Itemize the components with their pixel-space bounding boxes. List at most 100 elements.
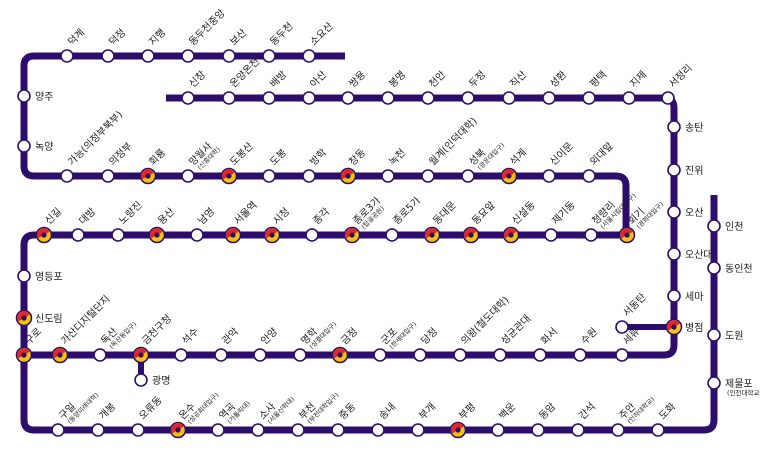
station-marker[interactable]: [134, 373, 148, 387]
station-marker[interactable]: [214, 348, 228, 362]
station-marker[interactable]: [222, 91, 236, 105]
station-marker[interactable]: [251, 423, 265, 437]
station-marker[interactable]: [615, 348, 629, 362]
station-marker[interactable]: [305, 228, 319, 242]
station-marker[interactable]: [421, 91, 435, 105]
station-label: 천안: [427, 69, 449, 91]
station-marker[interactable]: [491, 423, 505, 437]
station-marker[interactable]: [373, 348, 387, 362]
transfer-station-marker[interactable]: [462, 226, 480, 244]
station-marker[interactable]: [111, 228, 125, 242]
station-marker[interactable]: [381, 91, 395, 105]
station-marker[interactable]: [91, 423, 105, 437]
station-marker[interactable]: [293, 348, 307, 362]
station-marker[interactable]: [707, 261, 721, 275]
transfer-station-marker[interactable]: [500, 167, 518, 185]
station-marker[interactable]: [544, 228, 558, 242]
station-marker[interactable]: [262, 169, 276, 183]
transfer-station-marker[interactable]: [618, 226, 636, 244]
transfer-station-marker[interactable]: [51, 346, 69, 364]
station-marker[interactable]: [71, 228, 85, 242]
station-marker[interactable]: [17, 269, 31, 283]
transfer-station-marker[interactable]: [423, 226, 441, 244]
station-marker[interactable]: [181, 169, 195, 183]
station-marker[interactable]: [174, 348, 188, 362]
station-marker[interactable]: [667, 247, 681, 261]
station-marker[interactable]: [533, 348, 547, 362]
station-marker[interactable]: [141, 49, 155, 63]
station-marker[interactable]: [453, 348, 467, 362]
station-marker[interactable]: [302, 169, 316, 183]
station-marker[interactable]: [661, 91, 675, 105]
station-marker[interactable]: [573, 348, 587, 362]
station-marker[interactable]: [411, 423, 425, 437]
station-marker[interactable]: [51, 423, 65, 437]
station-marker[interactable]: [101, 169, 115, 183]
transfer-station-marker[interactable]: [15, 309, 33, 327]
station-marker[interactable]: [181, 49, 195, 63]
station-marker[interactable]: [611, 423, 625, 437]
station-marker[interactable]: [542, 169, 556, 183]
station-marker[interactable]: [17, 139, 31, 153]
station-marker[interactable]: [93, 348, 107, 362]
station-marker[interactable]: [542, 91, 556, 105]
station-marker[interactable]: [615, 320, 629, 334]
transfer-station-marker[interactable]: [15, 346, 33, 364]
station-marker[interactable]: [190, 228, 204, 242]
station-marker[interactable]: [667, 120, 681, 134]
transfer-station-marker[interactable]: [343, 226, 361, 244]
station-marker[interactable]: [584, 228, 598, 242]
transfer-station-marker[interactable]: [224, 226, 242, 244]
station-marker[interactable]: [493, 348, 507, 362]
station-marker[interactable]: [222, 49, 236, 63]
station-marker[interactable]: [291, 423, 305, 437]
transfer-station-marker[interactable]: [339, 167, 357, 185]
station-marker[interactable]: [571, 423, 585, 437]
station-marker[interactable]: [371, 423, 385, 437]
station-marker[interactable]: [341, 91, 355, 105]
station-marker[interactable]: [181, 91, 195, 105]
transfer-station-marker[interactable]: [132, 346, 150, 364]
transfer-station-marker[interactable]: [139, 167, 157, 185]
transfer-station-marker[interactable]: [148, 226, 166, 244]
station-marker[interactable]: [461, 91, 475, 105]
station-marker[interactable]: [667, 163, 681, 177]
station-marker[interactable]: [101, 49, 115, 63]
station-marker[interactable]: [707, 328, 721, 342]
station-marker[interactable]: [131, 423, 145, 437]
station-marker[interactable]: [461, 169, 475, 183]
transfer-station-marker[interactable]: [331, 346, 349, 364]
station-marker[interactable]: [502, 91, 516, 105]
station-marker[interactable]: [331, 423, 345, 437]
station-marker[interactable]: [707, 219, 721, 233]
station-marker[interactable]: [60, 49, 74, 63]
station-marker[interactable]: [622, 91, 636, 105]
station-marker[interactable]: [381, 169, 395, 183]
transfer-station-marker[interactable]: [665, 318, 683, 336]
station-marker[interactable]: [707, 376, 721, 390]
transfer-station-marker[interactable]: [502, 226, 520, 244]
station-marker[interactable]: [211, 423, 225, 437]
transfer-station-marker[interactable]: [449, 421, 467, 439]
station-marker[interactable]: [302, 49, 316, 63]
station-marker[interactable]: [413, 348, 427, 362]
station-marker[interactable]: [262, 49, 276, 63]
transfer-station-marker[interactable]: [169, 421, 187, 439]
transfer-station-marker[interactable]: [263, 226, 281, 244]
station-marker[interactable]: [253, 348, 267, 362]
station-marker[interactable]: [60, 169, 74, 183]
station-label: 세마: [685, 291, 703, 303]
station-marker[interactable]: [582, 91, 596, 105]
station-marker[interactable]: [262, 91, 276, 105]
transfer-station-marker[interactable]: [220, 167, 238, 185]
station-marker[interactable]: [421, 169, 435, 183]
station-marker[interactable]: [385, 228, 399, 242]
station-marker[interactable]: [531, 423, 545, 437]
station-marker[interactable]: [302, 91, 316, 105]
station-marker[interactable]: [582, 169, 596, 183]
station-marker[interactable]: [651, 423, 665, 437]
station-marker[interactable]: [17, 89, 31, 103]
station-marker[interactable]: [667, 205, 681, 219]
transfer-station-marker[interactable]: [35, 226, 53, 244]
station-marker[interactable]: [667, 289, 681, 303]
